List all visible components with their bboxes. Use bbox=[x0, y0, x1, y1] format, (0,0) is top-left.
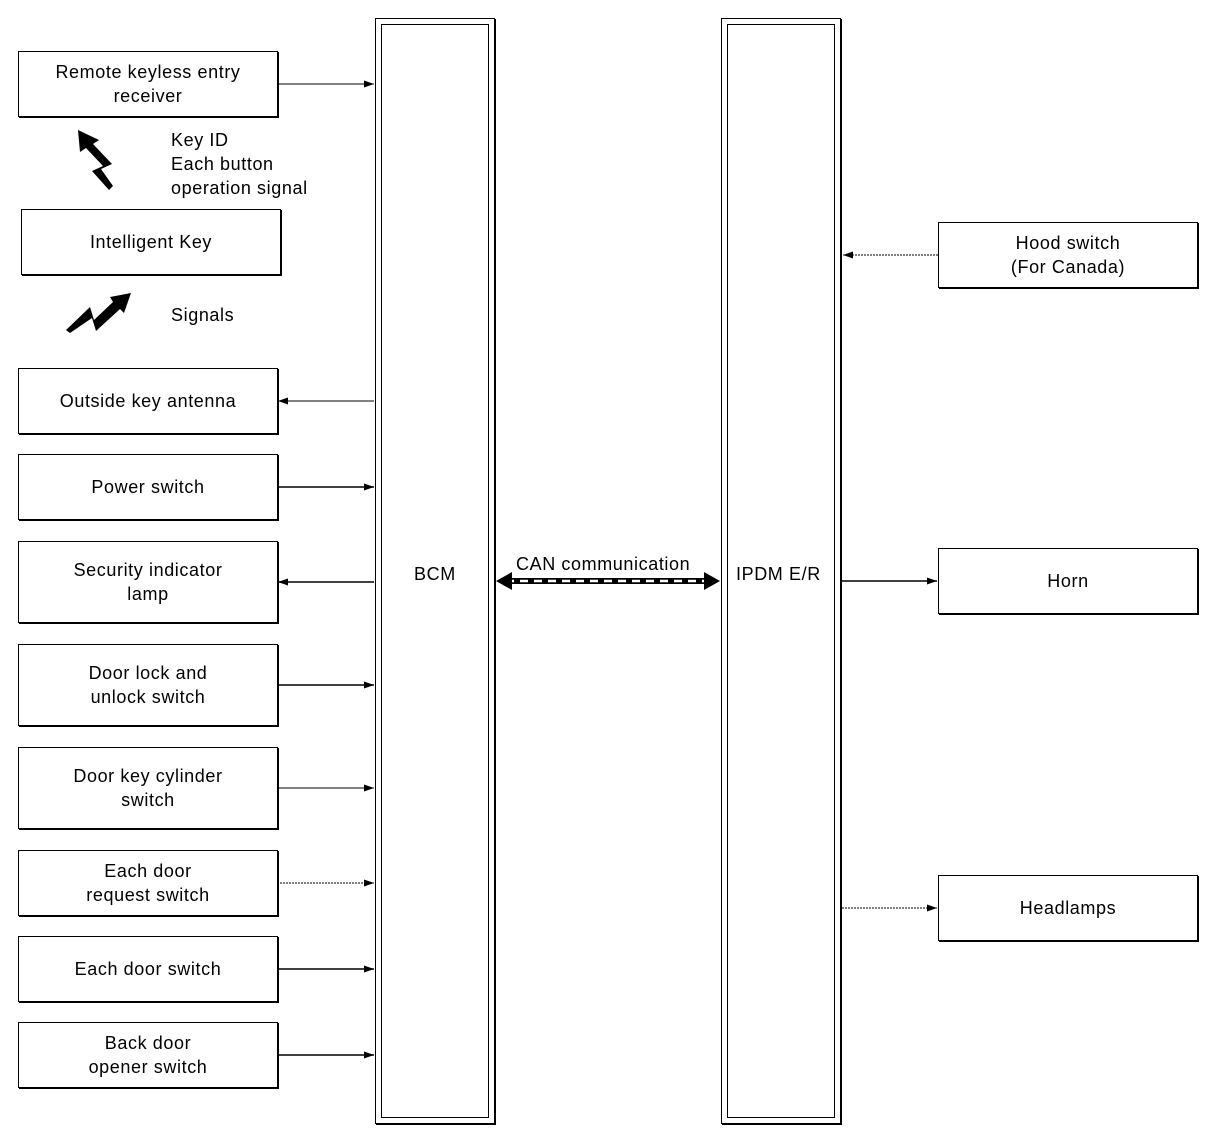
remote-keyless-entry-receiver: Remote keyless entry receiver bbox=[18, 51, 278, 117]
back-door-opener-switch: Back door opener switch bbox=[18, 1022, 278, 1088]
door-lock-unlock-switch-label: Door lock and unlock switch bbox=[88, 663, 208, 707]
key-id-signal-label: Key ID Each button operation signal bbox=[171, 130, 308, 198]
intelligent-key-label: Intelligent Key bbox=[89, 232, 213, 252]
each-door-request-switch-label: Each door request switch bbox=[86, 861, 210, 905]
horn-label: Horn bbox=[1047, 571, 1089, 591]
power-switch: Power switch bbox=[18, 454, 278, 520]
lightning-arrow-down-icon bbox=[78, 130, 113, 190]
door-key-cylinder-switch-label: Door key cylinder switch bbox=[73, 766, 223, 810]
intelligent-key: Intelligent Key bbox=[21, 209, 281, 275]
signals-label: Signals bbox=[171, 305, 235, 325]
bcm-label: BCM bbox=[414, 564, 456, 584]
power-switch-label: Power switch bbox=[91, 477, 205, 497]
ipdm-label: IPDM E/R bbox=[736, 564, 821, 584]
each-door-request-switch: Each door request switch bbox=[18, 850, 278, 916]
ipdm-module bbox=[721, 18, 841, 1124]
headlamps: Headlamps bbox=[938, 875, 1198, 941]
outside-key-antenna-label: Outside key antenna bbox=[59, 391, 237, 411]
each-door-switch-label: Each door switch bbox=[74, 959, 222, 979]
bcm-module bbox=[375, 18, 495, 1124]
can-communication-label: CAN communication bbox=[516, 554, 691, 574]
horn: Horn bbox=[938, 548, 1198, 614]
each-door-switch: Each door switch bbox=[18, 936, 278, 1002]
door-key-cylinder-switch: Door key cylinder switch bbox=[18, 747, 278, 829]
security-indicator-lamp: Security indicator lamp bbox=[18, 541, 278, 623]
remote-keyless-entry-receiver-label: Remote keyless entry receiver bbox=[55, 62, 241, 106]
headlamps-label: Headlamps bbox=[1019, 898, 1117, 918]
can-bus-line bbox=[496, 572, 720, 590]
security-indicator-lamp-label: Security indicator lamp bbox=[73, 560, 223, 604]
door-lock-unlock-switch: Door lock and unlock switch bbox=[18, 644, 278, 726]
hood-switch-label: Hood switch (For Canada) bbox=[1010, 233, 1126, 277]
outside-key-antenna: Outside key antenna bbox=[18, 368, 278, 434]
hood-switch: Hood switch (For Canada) bbox=[938, 222, 1198, 288]
lightning-arrow-up-icon bbox=[66, 293, 131, 333]
back-door-opener-switch-label: Back door opener switch bbox=[88, 1033, 208, 1077]
